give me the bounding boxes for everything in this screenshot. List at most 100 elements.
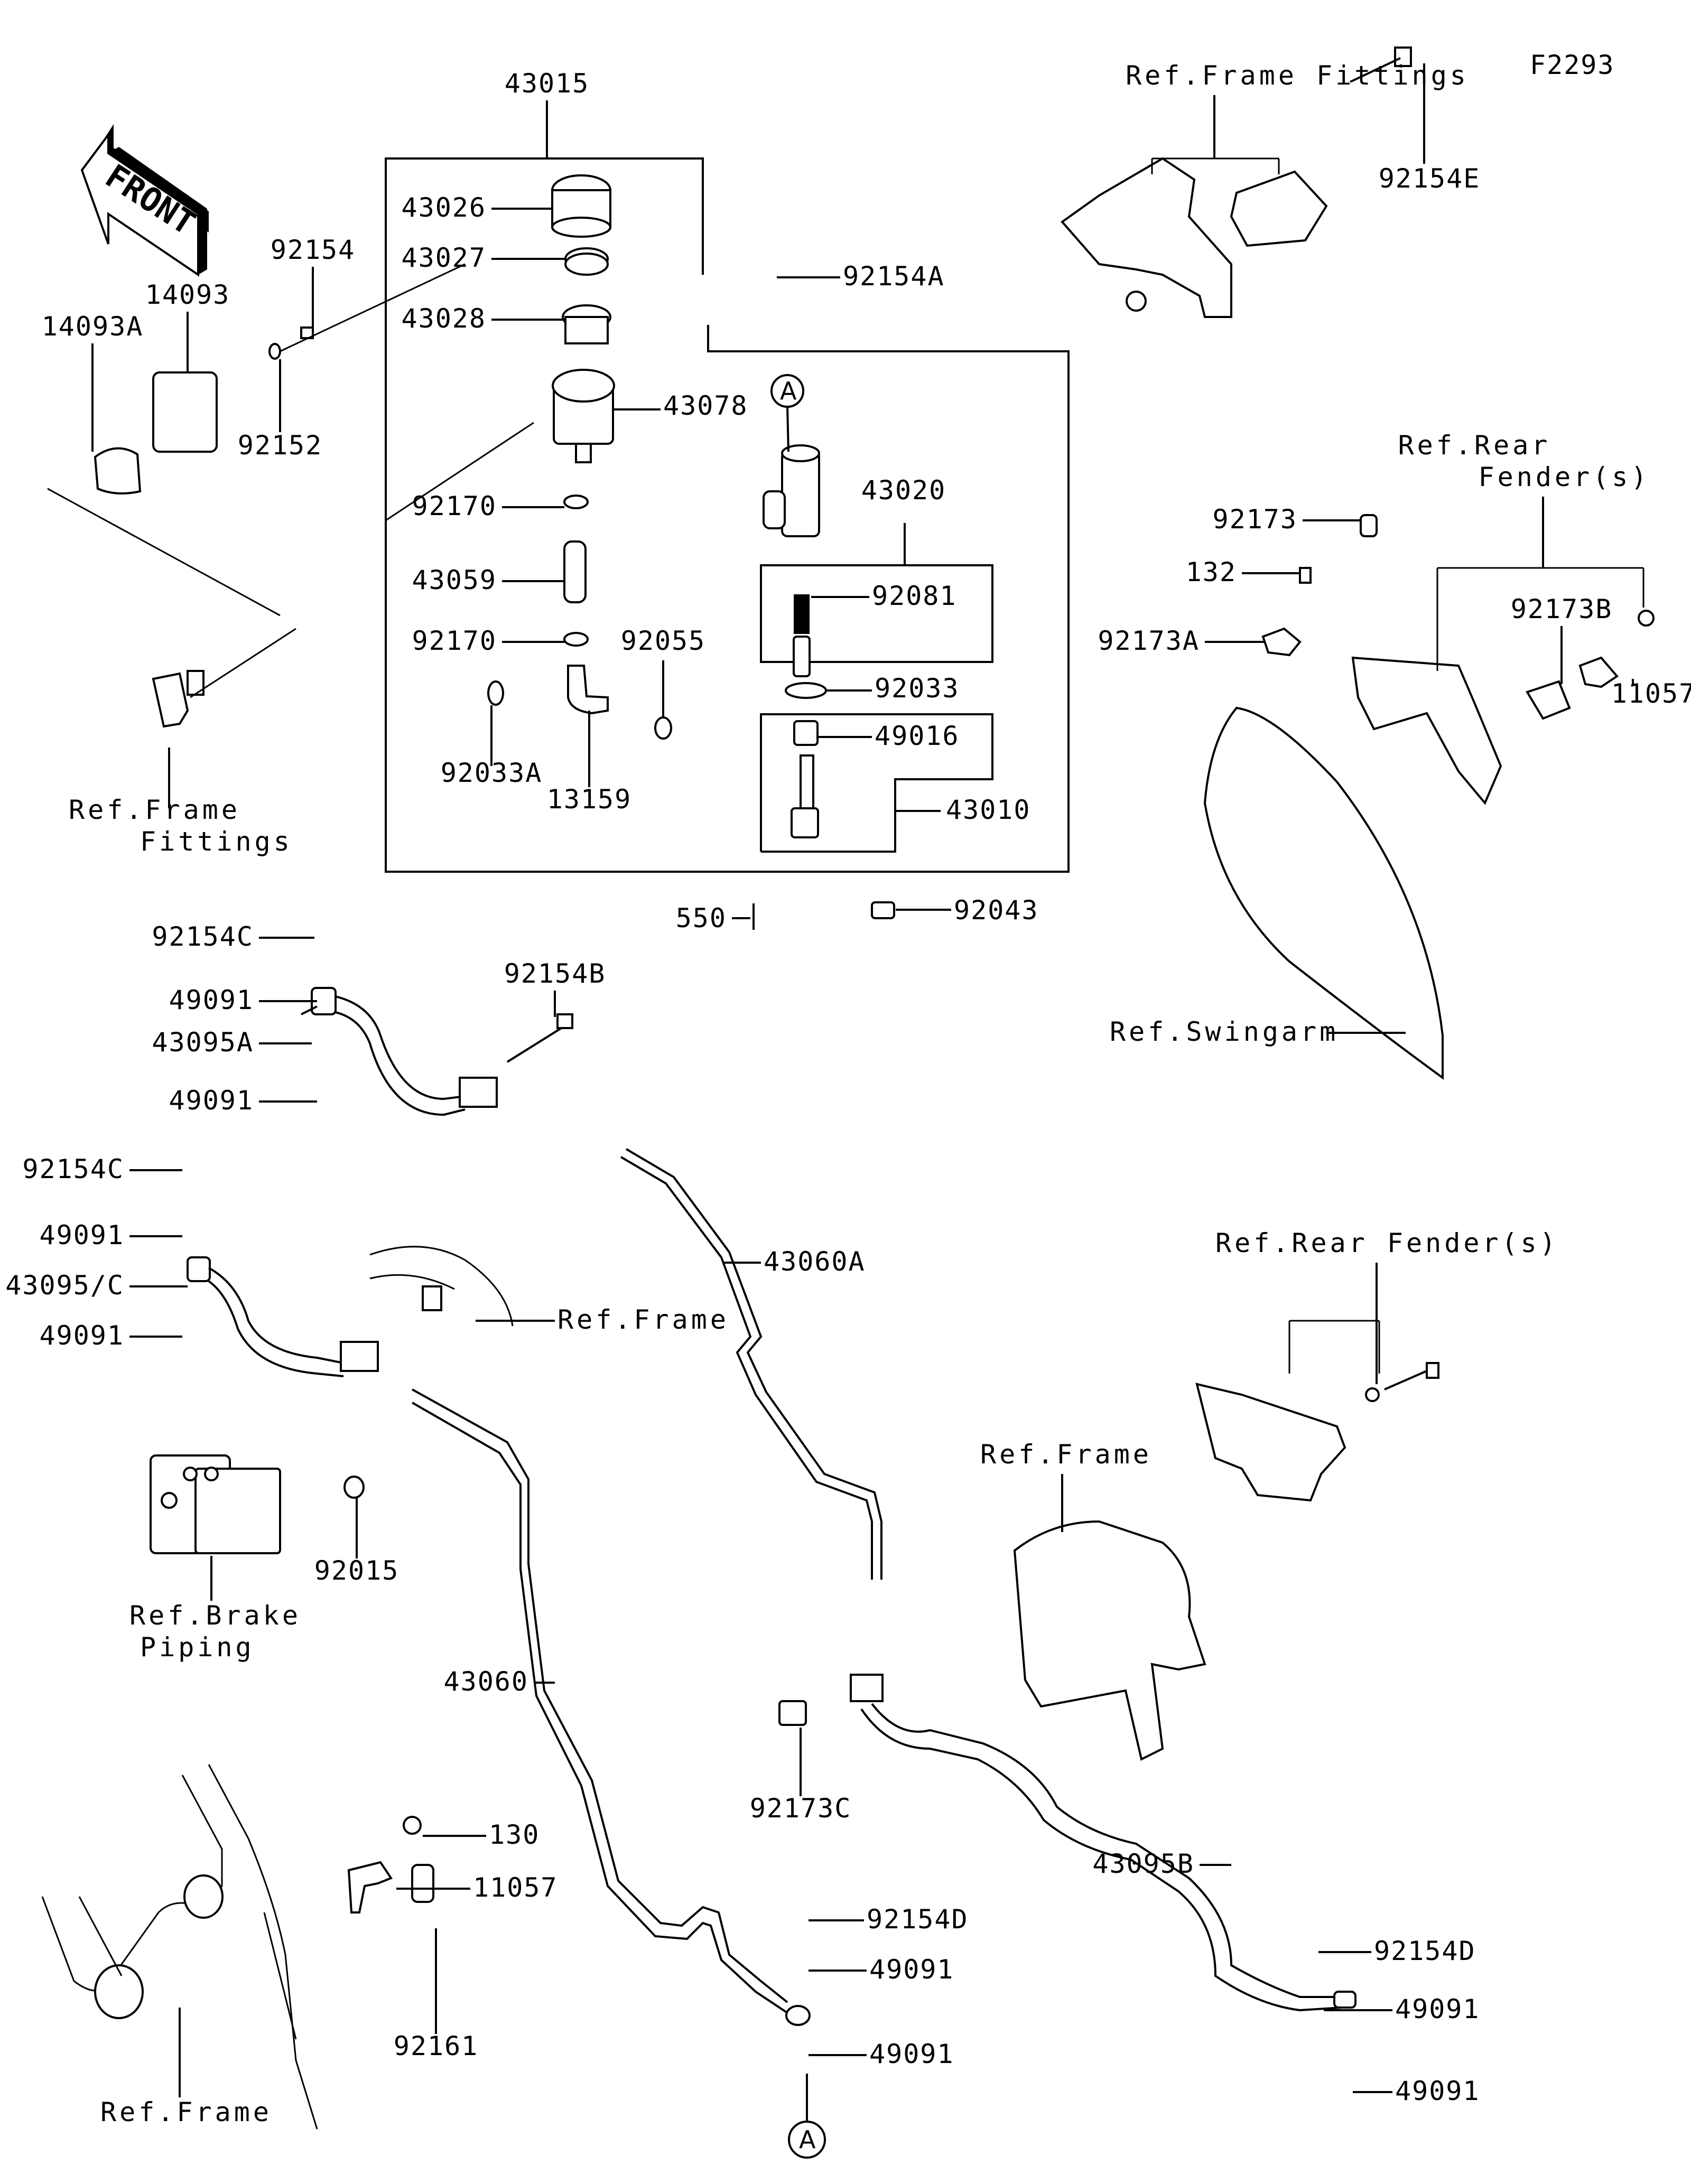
master-cylinder-body bbox=[763, 444, 820, 537]
part-number-label[interactable]: 130 bbox=[489, 1819, 540, 1850]
connector-line bbox=[280, 263, 466, 352]
clip-92173b bbox=[1526, 680, 1571, 720]
part-number-label[interactable]: 43060 bbox=[443, 1666, 528, 1697]
hose-joint bbox=[567, 665, 609, 715]
part-number-label[interactable]: 92043 bbox=[954, 895, 1039, 926]
joint-block-lower bbox=[340, 1341, 379, 1372]
part-number-label[interactable]: 92173C bbox=[750, 1793, 852, 1824]
part-number-label[interactable]: 43027 bbox=[401, 242, 486, 273]
clamp-11057 bbox=[347, 1861, 393, 1914]
banjo-bottom-a bbox=[785, 2005, 811, 2026]
part-number-label[interactable]: 49091 bbox=[869, 2039, 954, 2069]
part-number-label[interactable]: 49091 bbox=[39, 1320, 124, 1351]
part-number-label[interactable]: 14093 bbox=[145, 279, 230, 310]
part-number-label[interactable]: 14093A bbox=[42, 311, 144, 342]
part-number-label[interactable]: 92161 bbox=[394, 2031, 479, 2061]
reservoir-diaphragm bbox=[562, 304, 611, 344]
reference-label[interactable]: Ref.Frame bbox=[100, 2097, 272, 2127]
nut-92015 bbox=[343, 1476, 365, 1499]
part-number-label[interactable]: 92173A bbox=[1098, 626, 1200, 656]
reference-label[interactable]: Ref.Frame bbox=[69, 795, 240, 825]
part-number-label[interactable]: 92154 bbox=[271, 235, 356, 265]
hose-clip-92173 bbox=[1360, 514, 1378, 537]
part-number-label[interactable]: 49091 bbox=[169, 985, 254, 1015]
part-number-label[interactable]: 92154C bbox=[22, 1154, 124, 1184]
part-number-label[interactable]: 11057 bbox=[473, 1872, 558, 1903]
banjo-43095c bbox=[187, 1256, 211, 1282]
part-number-label[interactable]: 43078 bbox=[663, 390, 748, 421]
piston bbox=[793, 636, 811, 677]
grommet-130 bbox=[403, 1816, 422, 1835]
reference-label[interactable]: Ref.Rear Fender(s) bbox=[1215, 1228, 1559, 1258]
rear-fender-bracket bbox=[1195, 1383, 1346, 1502]
spring bbox=[794, 594, 810, 634]
footrest-bracket bbox=[1061, 157, 1232, 318]
sub-assembly-43020-box bbox=[760, 523, 993, 663]
part-number-label[interactable]: 92154E bbox=[1379, 163, 1481, 194]
clip-92173a bbox=[1261, 627, 1302, 657]
part-number-label[interactable]: 92154D bbox=[867, 1904, 969, 1935]
part-number-label[interactable]: 49091 bbox=[869, 1954, 954, 1985]
part-number-label[interactable]: 43060A bbox=[764, 1246, 866, 1277]
clip-92173c bbox=[778, 1700, 807, 1726]
clevis-pin bbox=[871, 901, 895, 919]
part-number-label[interactable]: 92154D bbox=[1374, 1936, 1476, 1966]
part-number-label[interactable]: 92154B bbox=[504, 958, 606, 989]
part-number-label[interactable]: 92173B bbox=[1511, 594, 1613, 624]
svg-text:A: A bbox=[780, 377, 797, 405]
reference-label[interactable]: Ref.Rear bbox=[1398, 430, 1551, 461]
push-rod bbox=[791, 754, 819, 838]
part-number-label[interactable]: 43095B bbox=[1092, 1849, 1194, 1879]
part-number-label[interactable]: 49091 bbox=[1395, 1994, 1480, 2024]
part-number-label[interactable]: 13159 bbox=[547, 784, 632, 815]
part-number-label[interactable]: 92033A bbox=[441, 758, 543, 788]
part-number-label[interactable]: 550 bbox=[676, 903, 727, 934]
part-number-label[interactable]: 92015 bbox=[314, 1555, 399, 1586]
part-number-label[interactable]: 92152 bbox=[238, 430, 323, 461]
part-number-label[interactable]: 92154A bbox=[843, 261, 945, 292]
part-number-label[interactable]: 43015 bbox=[505, 68, 590, 99]
part-number-label[interactable]: 49091 bbox=[39, 1220, 124, 1250]
snap-ring bbox=[785, 682, 827, 699]
part-number-label[interactable]: 43020 bbox=[861, 475, 946, 506]
diagram-code: F2293 bbox=[1530, 50, 1615, 80]
part-number-label[interactable]: 92154C bbox=[152, 921, 254, 952]
part-number-label[interactable]: 92170 bbox=[412, 626, 497, 656]
reference-label[interactable]: Ref.Frame Fittings bbox=[1126, 60, 1469, 91]
part-number-label[interactable]: 43059 bbox=[412, 565, 497, 595]
part-number-label[interactable]: 49016 bbox=[875, 721, 960, 751]
part-number-label[interactable]: 43095/C bbox=[5, 1270, 124, 1301]
part-number-label[interactable]: 92081 bbox=[872, 581, 957, 611]
reference-label[interactable]: Ref.Swingarm bbox=[1110, 1016, 1339, 1047]
reference-label[interactable]: Piping bbox=[140, 1632, 255, 1663]
part-number-label[interactable]: 92033 bbox=[875, 673, 960, 704]
part-number-label[interactable]: 132 bbox=[1186, 557, 1237, 587]
part-number-label[interactable]: 43028 bbox=[401, 303, 486, 334]
small-washer bbox=[268, 343, 281, 360]
part-number-label[interactable]: 43026 bbox=[401, 192, 486, 223]
reference-marker-a-bottom: A bbox=[788, 2074, 826, 2159]
reference-label[interactable]: Ref.Frame bbox=[980, 1439, 1152, 1470]
joint-block-upper bbox=[459, 1077, 498, 1108]
part-number-label[interactable]: 92173 bbox=[1212, 504, 1297, 535]
part-number-label[interactable]: 92170 bbox=[412, 491, 497, 521]
part-number-label[interactable]: 43010 bbox=[946, 795, 1031, 825]
frame-bracket-ref bbox=[369, 1246, 514, 1327]
o-ring bbox=[654, 716, 672, 740]
part-number-label[interactable]: 49091 bbox=[1395, 2076, 1480, 2106]
leader-lines bbox=[47, 63, 1644, 2097]
reference-label[interactable]: Ref.Brake bbox=[129, 1600, 301, 1631]
circlip bbox=[487, 680, 504, 706]
part-number-label[interactable]: 11057A bbox=[1611, 678, 1691, 709]
reference-label[interactable]: Fender(s) bbox=[1479, 462, 1650, 492]
banjo-right bbox=[1333, 1991, 1356, 2009]
part-number-label[interactable]: 49091 bbox=[169, 1085, 254, 1116]
part-number-label[interactable]: 43095A bbox=[152, 1027, 254, 1058]
reference-label[interactable]: Fittings bbox=[140, 826, 293, 857]
reference-label[interactable]: Ref.Frame bbox=[558, 1304, 729, 1335]
part-number-label[interactable]: 92055 bbox=[621, 626, 706, 656]
reservoir-tank bbox=[552, 369, 615, 463]
part-labels: 430154302643027430284307892154A921704305… bbox=[5, 68, 1691, 2106]
brake-hose-43095a bbox=[332, 995, 466, 1116]
brake-pipe-43060a bbox=[620, 1148, 882, 1580]
